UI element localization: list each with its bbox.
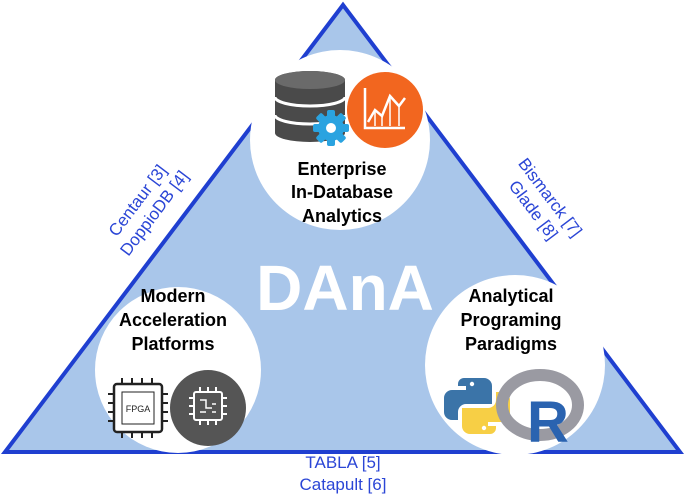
fpga-chip-label: FPGA	[126, 404, 151, 414]
r-logo-icon: R	[496, 369, 584, 455]
left-corner-label-line-1: Modern	[141, 286, 206, 306]
bottom-edge-label-2: Catapult [6]	[300, 475, 387, 494]
top-corner-label-line-1: Enterprise	[297, 159, 386, 179]
logic-chip-icon	[170, 370, 246, 446]
center-title: DAnA	[256, 252, 434, 324]
left-corner-label-line-3: Platforms	[131, 334, 214, 354]
fpga-chip-icon: FPGA	[108, 378, 168, 438]
r-logo-letter: R	[527, 390, 569, 455]
bottom-edge-label-1: TABLA [5]	[305, 453, 380, 472]
analytics-chart-icon	[347, 72, 423, 148]
right-corner-label-line-2: Programing	[460, 310, 561, 330]
gear-icon	[313, 110, 349, 146]
left-corner-label-line-2: Acceleration	[119, 310, 227, 330]
top-corner-label-line-2: In-Database	[291, 182, 393, 202]
right-corner-label-line-1: Analytical	[468, 286, 553, 306]
top-corner-label-line-3: Analytics	[302, 206, 382, 226]
right-corner-label-line-3: Paradigms	[465, 334, 557, 354]
